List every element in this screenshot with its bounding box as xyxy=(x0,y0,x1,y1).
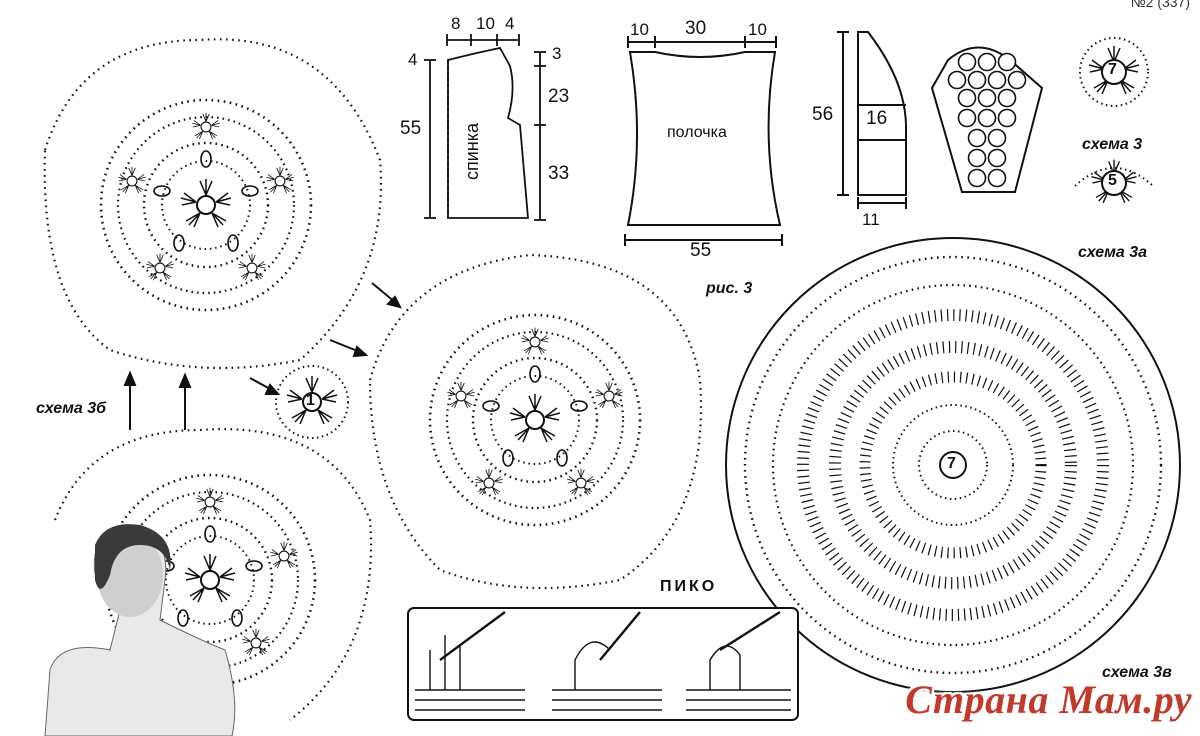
back-dim-right-2: 23 xyxy=(548,86,570,107)
picot-caption: пико xyxy=(660,578,718,595)
back-piece-label: спинка xyxy=(462,122,482,180)
scheme-3b-caption: схема 3б xyxy=(36,400,107,417)
picot-illustration xyxy=(407,607,799,721)
scheme-3b-bottom-cluster xyxy=(53,428,373,721)
sleeve-dim-length: 56 xyxy=(812,104,834,125)
scheme-3a-caption: схема 3а xyxy=(1078,244,1148,261)
back-dim-left-2: 55 xyxy=(400,118,422,139)
page-number: №2 (337) xyxy=(1130,0,1190,10)
front-dim-bottom: 55 xyxy=(690,240,712,261)
fig-caption: рис. 3 xyxy=(706,280,753,297)
scheme-3v-caption: схема 3в xyxy=(1102,664,1172,681)
scheme-3-motif xyxy=(1079,37,1149,107)
scheme-3v-number: 7 xyxy=(947,455,956,472)
front-dim-top-1: 10 xyxy=(630,20,649,39)
back-piece-outline xyxy=(424,34,546,221)
scheme-3b-number: 1 xyxy=(306,392,315,409)
model-photo xyxy=(44,524,236,736)
front-piece-outline xyxy=(624,36,783,246)
scheme-3b-top-cluster xyxy=(43,38,383,370)
scheme-3-number: 7 xyxy=(1108,61,1117,78)
back-dim-top-3: 4 xyxy=(505,14,515,33)
scheme-3a-number: 5 xyxy=(1108,172,1117,189)
motif-1 xyxy=(275,365,349,439)
front-dim-top-3: 10 xyxy=(748,20,767,39)
sleeve-motif-layout xyxy=(930,46,1044,193)
back-dim-left-1: 4 xyxy=(408,50,418,69)
assembly-arrows xyxy=(123,282,402,430)
scheme-3b-center-cluster xyxy=(368,253,703,590)
front-piece-label: полочка xyxy=(667,124,727,141)
scheme-3a-motif xyxy=(1074,158,1154,204)
scheme-3-caption: схема 3 xyxy=(1082,136,1143,153)
back-dim-top-2: 10 xyxy=(476,14,495,33)
sleeve-outline xyxy=(837,31,907,209)
back-dim-top-1: 8 xyxy=(451,14,461,33)
front-dim-top-2: 30 xyxy=(685,18,707,39)
sleeve-dim-cuff: 11 xyxy=(862,210,880,229)
watermark: Страна Мам.ру xyxy=(905,677,1192,722)
back-dim-right-1: 3 xyxy=(552,44,562,63)
back-dim-right-3: 33 xyxy=(548,163,570,184)
sleeve-dim-width: 16 xyxy=(866,108,888,129)
scheme-3v-round xyxy=(725,237,1181,693)
